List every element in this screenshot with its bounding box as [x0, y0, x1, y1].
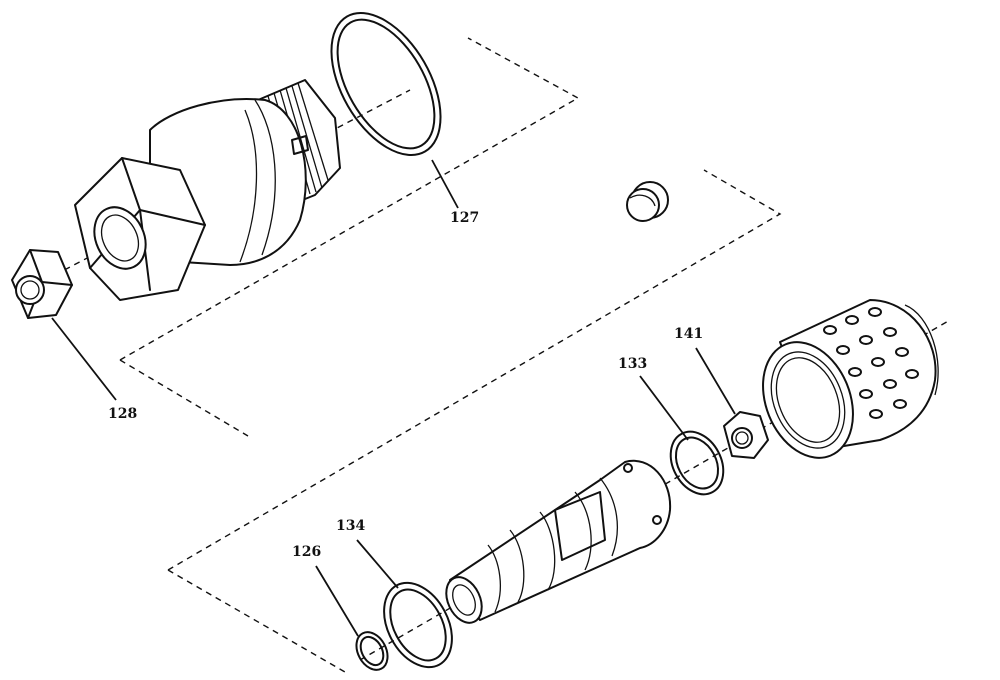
nut-141	[723, 411, 769, 459]
leader-128	[51, 317, 117, 401]
callout-128: 128	[108, 406, 137, 422]
leader-134	[356, 539, 399, 589]
o-ring-127	[330, 11, 442, 157]
callout-133: 133	[618, 356, 647, 372]
snap-ring-126	[355, 631, 389, 671]
hex-adapter-body	[74, 79, 341, 301]
callout-141: 141	[674, 326, 703, 342]
leader-127	[431, 159, 459, 209]
leader-126	[315, 565, 359, 637]
callout-126: 126	[292, 544, 321, 560]
perforated-sleeve	[762, 299, 939, 459]
leader-141	[695, 347, 736, 415]
callout-134: 134	[336, 518, 365, 534]
upper-assembly-boundary	[119, 37, 580, 437]
lower-assembly-boundary	[167, 169, 782, 673]
o-ring-134	[383, 581, 453, 669]
hex-nut-128	[11, 249, 73, 319]
leader-133	[639, 375, 689, 441]
o-ring-133	[669, 430, 725, 496]
callout-127: 127	[450, 210, 479, 226]
spool-shaft	[445, 459, 672, 624]
small-plug	[626, 181, 669, 222]
